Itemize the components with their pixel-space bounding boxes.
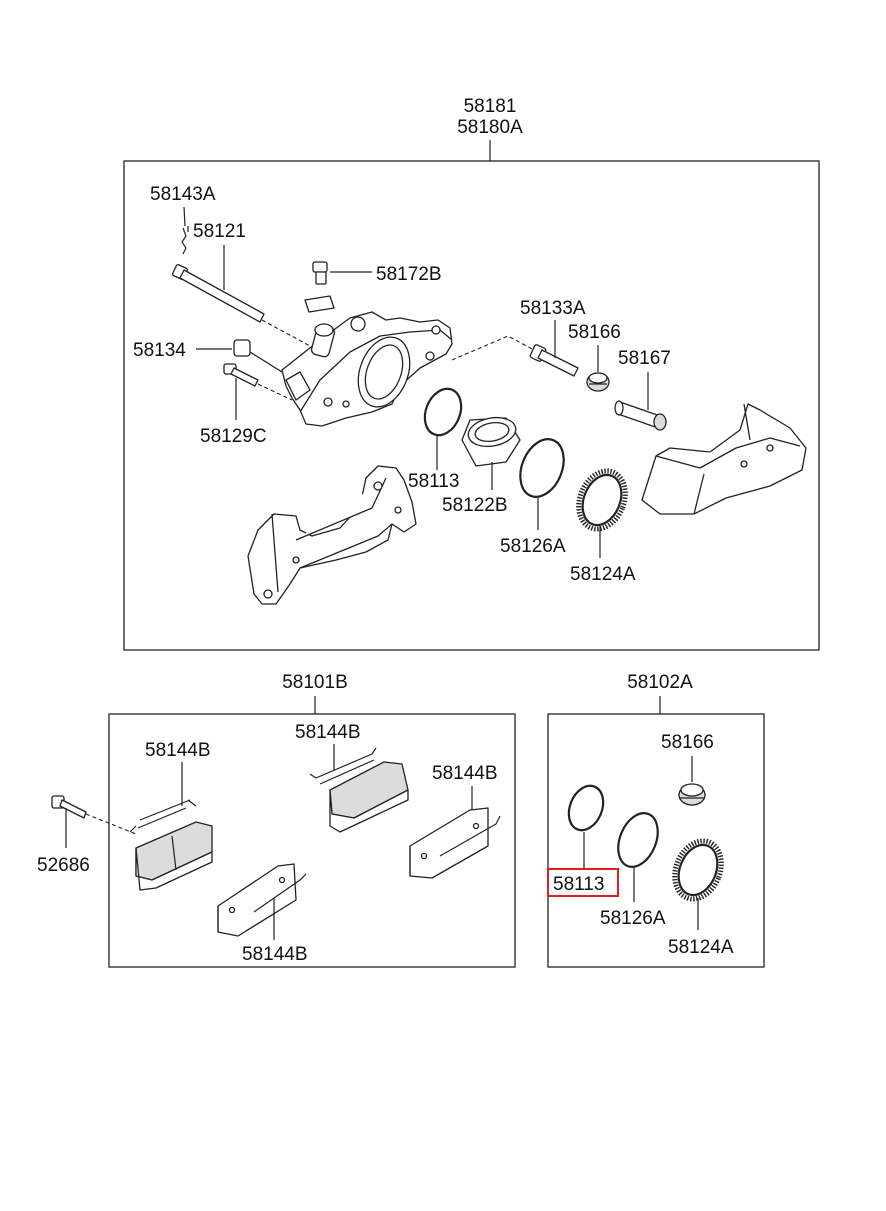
pad-kit-frame — [108, 713, 516, 968]
outer-carrier-part — [641, 403, 807, 515]
label-58172B[interactable]: 58172B — [376, 264, 442, 285]
label-58144B-4[interactable]: 58144B — [242, 944, 308, 965]
pad-left-part — [129, 799, 213, 891]
caliper-bracket-part — [247, 465, 417, 605]
assembly-label-58181[interactable]: 58181 — [464, 96, 517, 117]
label-58143A[interactable]: 58143A — [150, 184, 216, 205]
caliper-assembly-frame — [123, 160, 820, 651]
piston-seal-kit-part — [567, 784, 605, 832]
label-52686[interactable]: 52686 — [37, 855, 90, 876]
caliper-housing-part — [281, 311, 453, 427]
tone-ring-kit-part — [672, 838, 724, 902]
label-58144B-1[interactable]: 58144B — [145, 740, 211, 761]
pad-right-part — [409, 807, 501, 879]
dash-52686 — [85, 813, 137, 835]
label-58167[interactable]: 58167 — [618, 348, 671, 369]
label-58134[interactable]: 58134 — [133, 340, 186, 361]
label-58102A[interactable]: 58102A — [627, 672, 693, 693]
label-58113[interactable]: 58113 — [408, 471, 459, 492]
piston-seal-part — [423, 387, 463, 437]
sleeve-part — [614, 400, 667, 431]
dust-seal-part — [519, 438, 565, 498]
label-58122B[interactable]: 58122B — [442, 495, 508, 516]
label-58166-kit[interactable]: 58166 — [661, 732, 714, 753]
dust-boot-kit-part — [678, 783, 706, 806]
label-58121[interactable]: 58121 — [193, 221, 246, 242]
seal-kit-frame — [547, 713, 765, 968]
dash-58133A — [451, 335, 535, 361]
guide-bolt-part-2 — [529, 344, 579, 377]
label-58126A-kit[interactable]: 58126A — [600, 908, 666, 929]
retaining-clip-part — [181, 226, 189, 255]
dust-seal-kit-part — [617, 812, 659, 868]
link-58134 — [249, 351, 283, 373]
pad-bottom-part — [217, 863, 307, 937]
bushing-part — [233, 339, 251, 357]
dash-58129C — [257, 383, 293, 401]
leader-58143A — [183, 206, 186, 227]
guide-bolt-part — [172, 264, 265, 323]
pad-top-part — [309, 747, 409, 833]
dash-58121 — [261, 319, 311, 347]
highlight-box-58113 — [547, 868, 619, 897]
small-bolt-part — [223, 363, 259, 387]
hex-bolt-part — [51, 795, 87, 819]
tone-ring-part — [576, 468, 628, 532]
label-58166[interactable]: 58166 — [568, 322, 621, 343]
label-58144B-2[interactable]: 58144B — [295, 722, 361, 743]
bleeder-screw-part — [304, 261, 335, 313]
label-58124A-kit[interactable]: 58124A — [668, 937, 734, 958]
piston-part — [461, 416, 521, 467]
label-58101B[interactable]: 58101B — [282, 672, 348, 693]
label-58129C[interactable]: 58129C — [200, 426, 267, 447]
label-58124A[interactable]: 58124A — [570, 564, 636, 585]
dust-boot-part — [586, 372, 610, 392]
label-58126A[interactable]: 58126A — [500, 536, 566, 557]
label-58144B-3[interactable]: 58144B — [432, 763, 498, 784]
label-58133A[interactable]: 58133A — [520, 298, 586, 319]
label-58113-kit[interactable]: 58113 — [553, 874, 604, 895]
assembly-label-58180A[interactable]: 58180A — [457, 117, 523, 138]
